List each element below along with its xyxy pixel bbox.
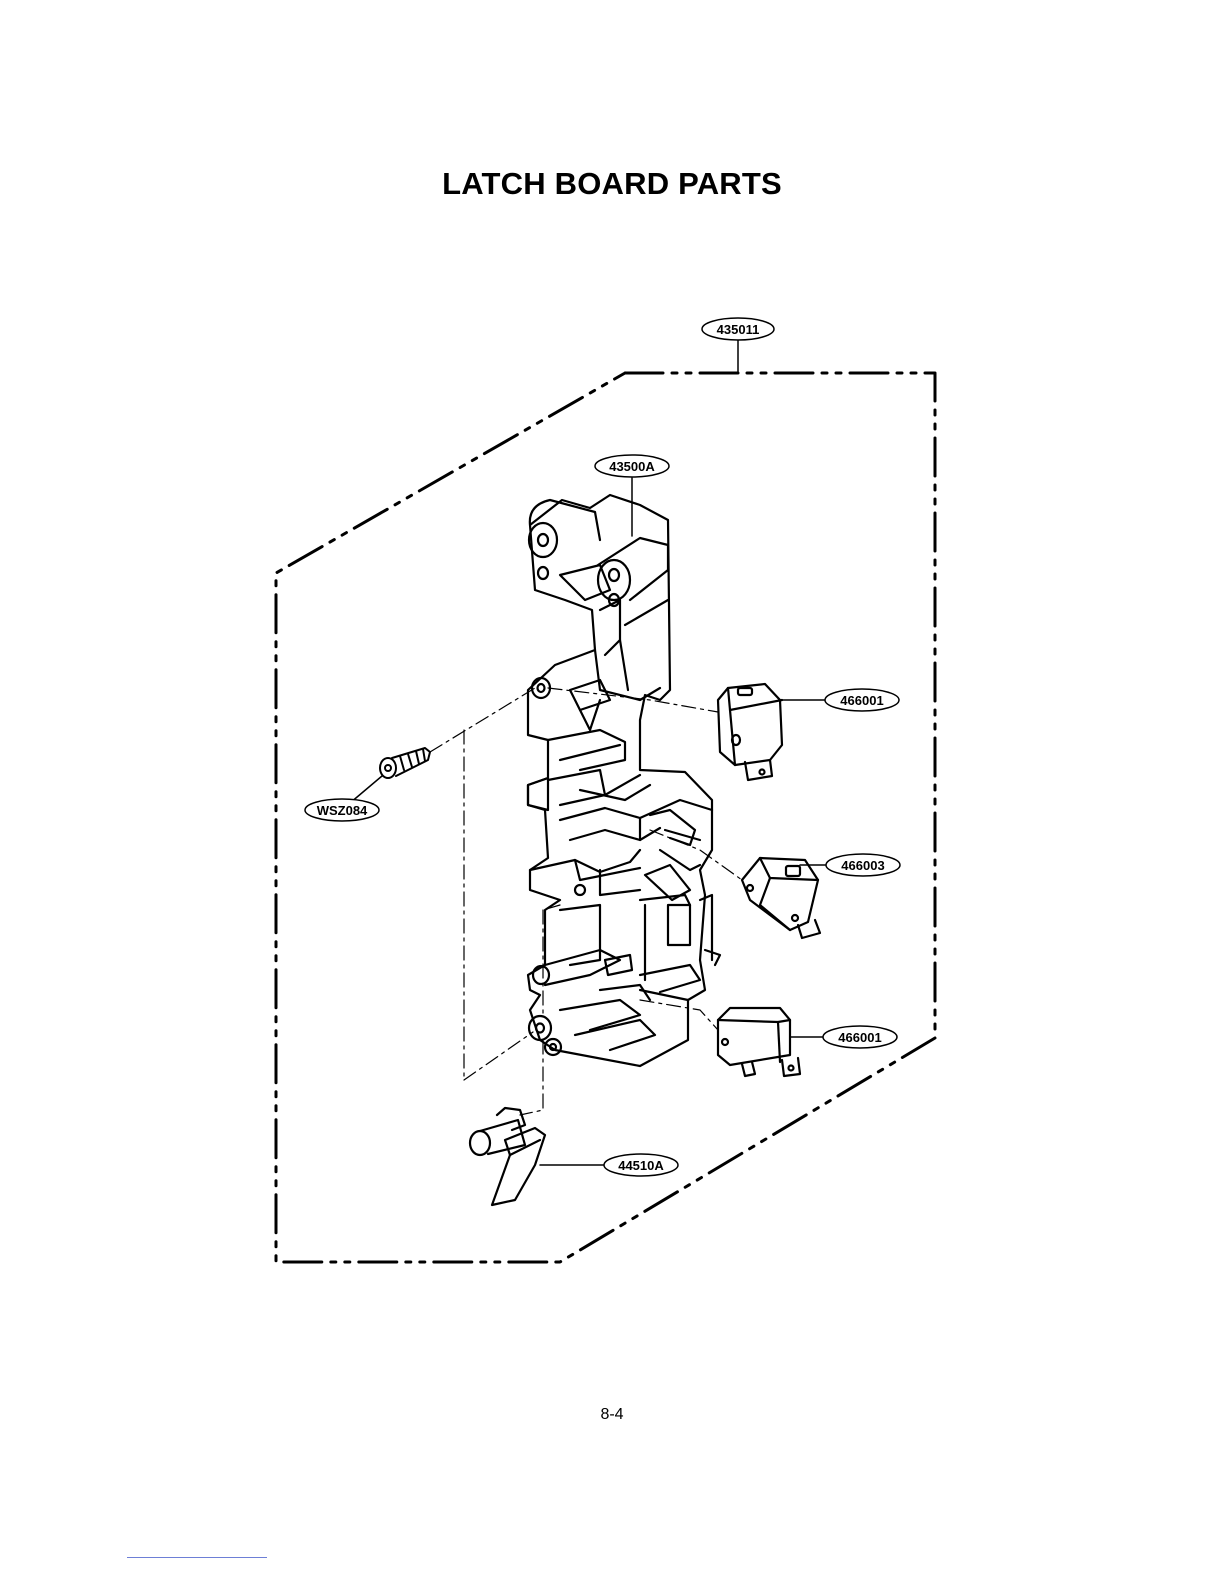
callout-switch-monitor: 466003 xyxy=(826,854,900,876)
callout-assembly: 435011 xyxy=(702,318,774,340)
callout-latch-board: 43500A xyxy=(595,455,669,477)
switch-monitor xyxy=(742,858,820,938)
switch-primary xyxy=(718,684,782,780)
svg-text:435011: 435011 xyxy=(717,322,760,337)
latch-board xyxy=(528,495,720,1066)
callout-latch-lever: 44510A xyxy=(604,1154,678,1176)
switch-secondary xyxy=(718,1008,800,1076)
svg-text:44510A: 44510A xyxy=(618,1158,664,1173)
callout-screw: WSZ084 xyxy=(305,799,379,821)
svg-text:466001: 466001 xyxy=(838,1030,881,1045)
svg-text:43500A: 43500A xyxy=(609,459,655,474)
page-number: 8-4 xyxy=(0,1406,1224,1424)
assembly-guides xyxy=(430,688,742,1115)
callout-switch-primary: 466001 xyxy=(825,689,899,711)
callout-switch-secondary: 466001 xyxy=(823,1026,897,1048)
svg-text:466003: 466003 xyxy=(841,858,884,873)
assembly-boundary xyxy=(276,373,935,1262)
screw xyxy=(380,748,430,778)
svg-text:WSZ084: WSZ084 xyxy=(317,803,368,818)
svg-text:466001: 466001 xyxy=(840,693,883,708)
latch-lever xyxy=(470,1108,545,1205)
footer-rule xyxy=(127,1557,267,1558)
